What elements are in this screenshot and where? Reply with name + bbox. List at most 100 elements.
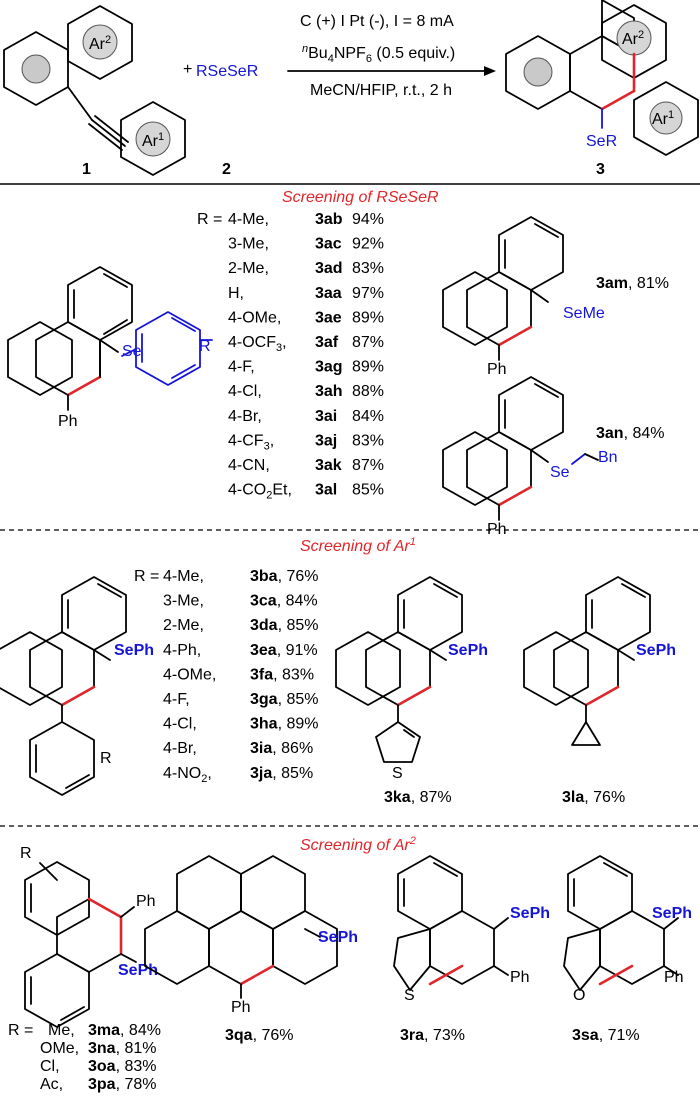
compound-3an-label: 3an, 84% bbox=[596, 425, 665, 442]
section2-row-substituent: 4-OMe, bbox=[163, 666, 216, 683]
section1-row-code: 3ak bbox=[315, 457, 342, 474]
section1-row-substituent: 4-CN, bbox=[228, 457, 270, 474]
compound-3sa-sph: SePh bbox=[652, 905, 692, 922]
product-3-structure bbox=[505, 0, 699, 156]
section2-core-structure bbox=[0, 576, 127, 796]
section2-row-code: 3fa, 83% bbox=[250, 666, 314, 683]
section1-row-substituent: H, bbox=[228, 285, 244, 302]
section1-row-substituent: 4-CO2Et, bbox=[228, 482, 292, 502]
section1-r-prefix: R = bbox=[197, 211, 222, 228]
section1-row-yield: 87% bbox=[352, 457, 384, 474]
section3-row-code: 3oa, 83% bbox=[88, 1058, 157, 1075]
compound-3sa-ph: Ph bbox=[664, 969, 684, 986]
ar2-label: Ar2 bbox=[89, 34, 111, 53]
section2-row-substituent: 4-F, bbox=[163, 691, 190, 708]
section1-row-code: 3ab bbox=[315, 211, 343, 228]
section2-row-code: 3ca, 84% bbox=[250, 593, 318, 610]
product-ar1-label: Ar1 bbox=[652, 109, 674, 128]
section1-row-code: 3al bbox=[315, 482, 337, 499]
section1-row-yield: 89% bbox=[352, 359, 384, 376]
reagent-2: RSeSeR bbox=[196, 63, 258, 80]
product-ser-label: SeR bbox=[586, 133, 617, 150]
section2-row-substituent: 4-Br, bbox=[163, 740, 197, 757]
compound-3ra-sph: SePh bbox=[510, 905, 550, 922]
section3-row-code: 3pa, 78% bbox=[88, 1076, 157, 1093]
section3-core-structure bbox=[24, 861, 137, 1028]
section2-core-sph: SePh bbox=[114, 642, 154, 659]
section1-title: Screening of RSeSeR bbox=[282, 189, 439, 206]
section1-row-code: 3ai bbox=[315, 408, 337, 425]
condition-1: C (+) I Pt (-), I = 8 mA bbox=[300, 13, 454, 30]
section1-row-code: 3aa bbox=[315, 285, 342, 302]
compound-1-label: 1 bbox=[82, 161, 91, 178]
section2-row-code: 3ia, 86% bbox=[250, 740, 313, 757]
substrate-1 bbox=[3, 5, 186, 176]
section1-row-substituent: 3-Me, bbox=[228, 236, 269, 253]
section1-row-code: 3ac bbox=[315, 236, 342, 253]
section1-row-yield: 85% bbox=[352, 482, 384, 499]
section1-row-substituent: 4-CF3, bbox=[228, 432, 274, 452]
section3-row-code: 3ma, 84% bbox=[88, 1022, 161, 1039]
section2-row-code: 3da, 85% bbox=[250, 617, 319, 634]
section1-row-substituent: 4-Me, bbox=[228, 211, 269, 228]
ar1-label: Ar1 bbox=[142, 131, 164, 150]
section1-row-code: 3ag bbox=[315, 359, 343, 376]
compound-2-label: 2 bbox=[222, 161, 231, 178]
section1-row-substituent: 4-Cl, bbox=[228, 383, 262, 400]
compound-3am-ph: Ph bbox=[487, 361, 507, 378]
section1-row-substituent: 2-Me, bbox=[228, 260, 269, 277]
section2-row-substituent: 4-Cl, bbox=[163, 716, 197, 733]
section1-core-se: Se bbox=[122, 343, 142, 360]
section3-row-substituent: Cl, bbox=[40, 1058, 60, 1075]
section2-row-code: 3ha, 89% bbox=[250, 716, 319, 733]
section3-row-substituent: Ac, bbox=[40, 1076, 63, 1093]
compound-3ra-ph: Ph bbox=[510, 969, 530, 986]
section2-row-substituent: 3-Me, bbox=[163, 593, 204, 610]
section2-row-code: 3ga, 85% bbox=[250, 691, 319, 708]
section2-row-substituent: 4-NO2, bbox=[163, 765, 212, 785]
condition-2: nBu4NPF6 (0.5 equiv.) bbox=[302, 43, 455, 65]
section2-row-code: 3ja, 85% bbox=[250, 765, 313, 782]
section2-row-substituent: 4-Me, bbox=[163, 568, 204, 585]
compound-3am-structure bbox=[442, 216, 564, 361]
compound-3qa-sph: SePh bbox=[318, 929, 358, 946]
compound-3qa-structure bbox=[144, 855, 338, 999]
condition-3: MeCN/HFIP, r.t., 2 h bbox=[310, 82, 452, 99]
section1-core-r: R bbox=[199, 338, 211, 355]
section1-row-yield: 84% bbox=[352, 408, 384, 425]
section1-row-yield: 92% bbox=[352, 236, 384, 253]
section1-core-ph: Ph bbox=[58, 413, 78, 430]
compound-3ka-label: 3ka, 87% bbox=[384, 789, 452, 806]
product-ar2-label: Ar2 bbox=[622, 29, 644, 48]
section2-row-substituent: 2-Me, bbox=[163, 617, 204, 634]
section1-row-yield: 94% bbox=[352, 211, 384, 228]
section2-row-substituent: 4-Ph, bbox=[163, 642, 201, 659]
plus-sign: + bbox=[183, 61, 192, 78]
compound-3sa-label: 3sa, 71% bbox=[572, 1027, 640, 1044]
compound-3ra-s: S bbox=[404, 987, 415, 1004]
section1-row-code: 3aj bbox=[315, 432, 337, 449]
section1-row-yield: 87% bbox=[352, 334, 384, 351]
compound-3la-structure bbox=[523, 576, 651, 746]
section2-row-code: 3ba, 76% bbox=[250, 568, 319, 585]
section1-row-code: 3ah bbox=[315, 383, 343, 400]
section1-row-yield: 83% bbox=[352, 432, 384, 449]
compound-3am-label: 3am, 81% bbox=[596, 275, 669, 292]
section3-core-r: R bbox=[20, 845, 32, 862]
section3-row-substituent: Me, bbox=[48, 1022, 75, 1039]
section1-row-yield: 89% bbox=[352, 309, 384, 326]
section1-row-code: 3ae bbox=[315, 309, 342, 326]
section3-title: Screening of Ar2 bbox=[300, 835, 416, 854]
compound-3ka-sph: SePh bbox=[448, 642, 488, 659]
section3-row-code: 3na, 81% bbox=[88, 1040, 157, 1057]
compound-3la-label: 3la, 76% bbox=[562, 789, 625, 806]
section3-rows: R =Me,3ma, 84%OMe,3na, 81%Cl,3oa, 83%Ac,… bbox=[8, 1022, 161, 1093]
compound-3an-se: Se bbox=[550, 464, 570, 481]
section1-row-substituent: 4-Br, bbox=[228, 408, 262, 425]
section2-row-code: 3ea, 91% bbox=[250, 642, 318, 659]
section1-row-code: 3ad bbox=[315, 260, 343, 277]
section3-row-prefix: R = bbox=[8, 1022, 33, 1039]
compound-3ra-structure bbox=[393, 855, 509, 991]
section3-core-sph: SePh bbox=[118, 962, 158, 979]
